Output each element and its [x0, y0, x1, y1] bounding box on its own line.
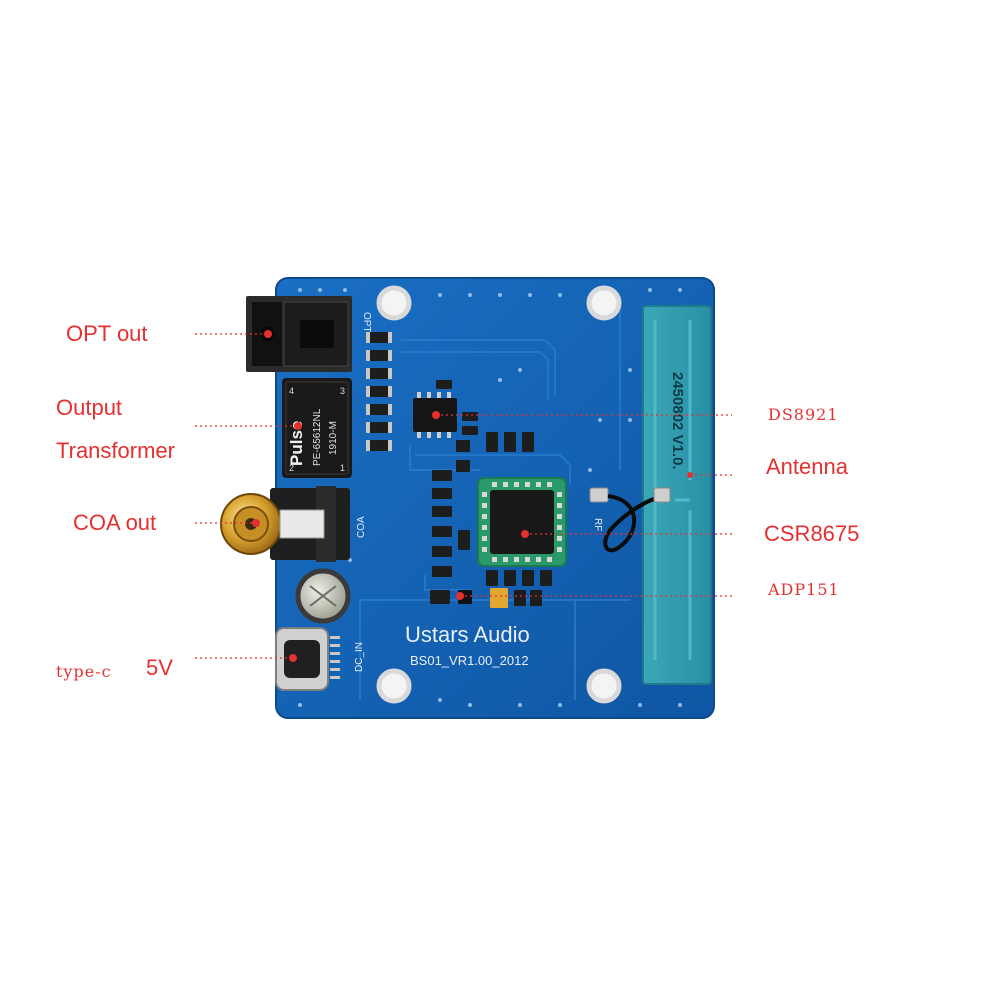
label-adp151: ADP151	[768, 580, 840, 599]
svg-text:1910-M: 1910-M	[328, 421, 339, 455]
label-antenna: Antenna	[766, 454, 848, 479]
smd-column	[368, 332, 390, 451]
label-coa-out: COA out	[73, 510, 157, 535]
svg-text:1: 1	[340, 463, 345, 473]
opt-silkscreen: OPT	[361, 312, 372, 333]
svg-text:3: 3	[340, 386, 345, 396]
csr8675-module	[477, 477, 567, 567]
label-transformer: Transformer	[56, 438, 175, 463]
mounting-holes	[376, 285, 622, 704]
label-type-c: type-c	[56, 662, 112, 681]
svg-text:2: 2	[289, 463, 294, 473]
coaxial-rca-connector	[220, 486, 350, 562]
antenna-pcb	[642, 305, 712, 685]
dc-in-silkscreen: DC_IN	[354, 642, 365, 672]
rf-silkscreen: RF	[592, 518, 603, 531]
label-csr8675: CSR8675	[764, 521, 860, 546]
coa-silkscreen: COA	[356, 516, 367, 538]
antenna-silkscreen: 2450802 V1.0.	[669, 372, 686, 470]
board-subtitle: BS01_VR1.00_2012	[410, 653, 529, 668]
board-title: Ustars Audio	[405, 622, 530, 647]
pulse-transformer: Pulse PE-65612NL 1910-M 2 4 1 3	[282, 378, 352, 478]
passive-components	[432, 432, 552, 586]
electrolytic-capacitor	[295, 568, 351, 624]
svg-text:PE-65612NL: PE-65612NL	[312, 408, 323, 466]
label-output: Output	[56, 395, 123, 420]
leader-lines	[195, 333, 732, 659]
rf-cable	[589, 487, 671, 553]
leader-endpoints	[252, 330, 693, 662]
svg-text:Pulse: Pulse	[287, 421, 306, 466]
label-opt-out: OPT out	[66, 321, 148, 346]
label-5v: 5V	[146, 655, 173, 680]
label-ds8921: DS8921	[768, 405, 839, 424]
usb-type-c-connector	[275, 627, 340, 691]
svg-text:4: 4	[289, 386, 294, 396]
